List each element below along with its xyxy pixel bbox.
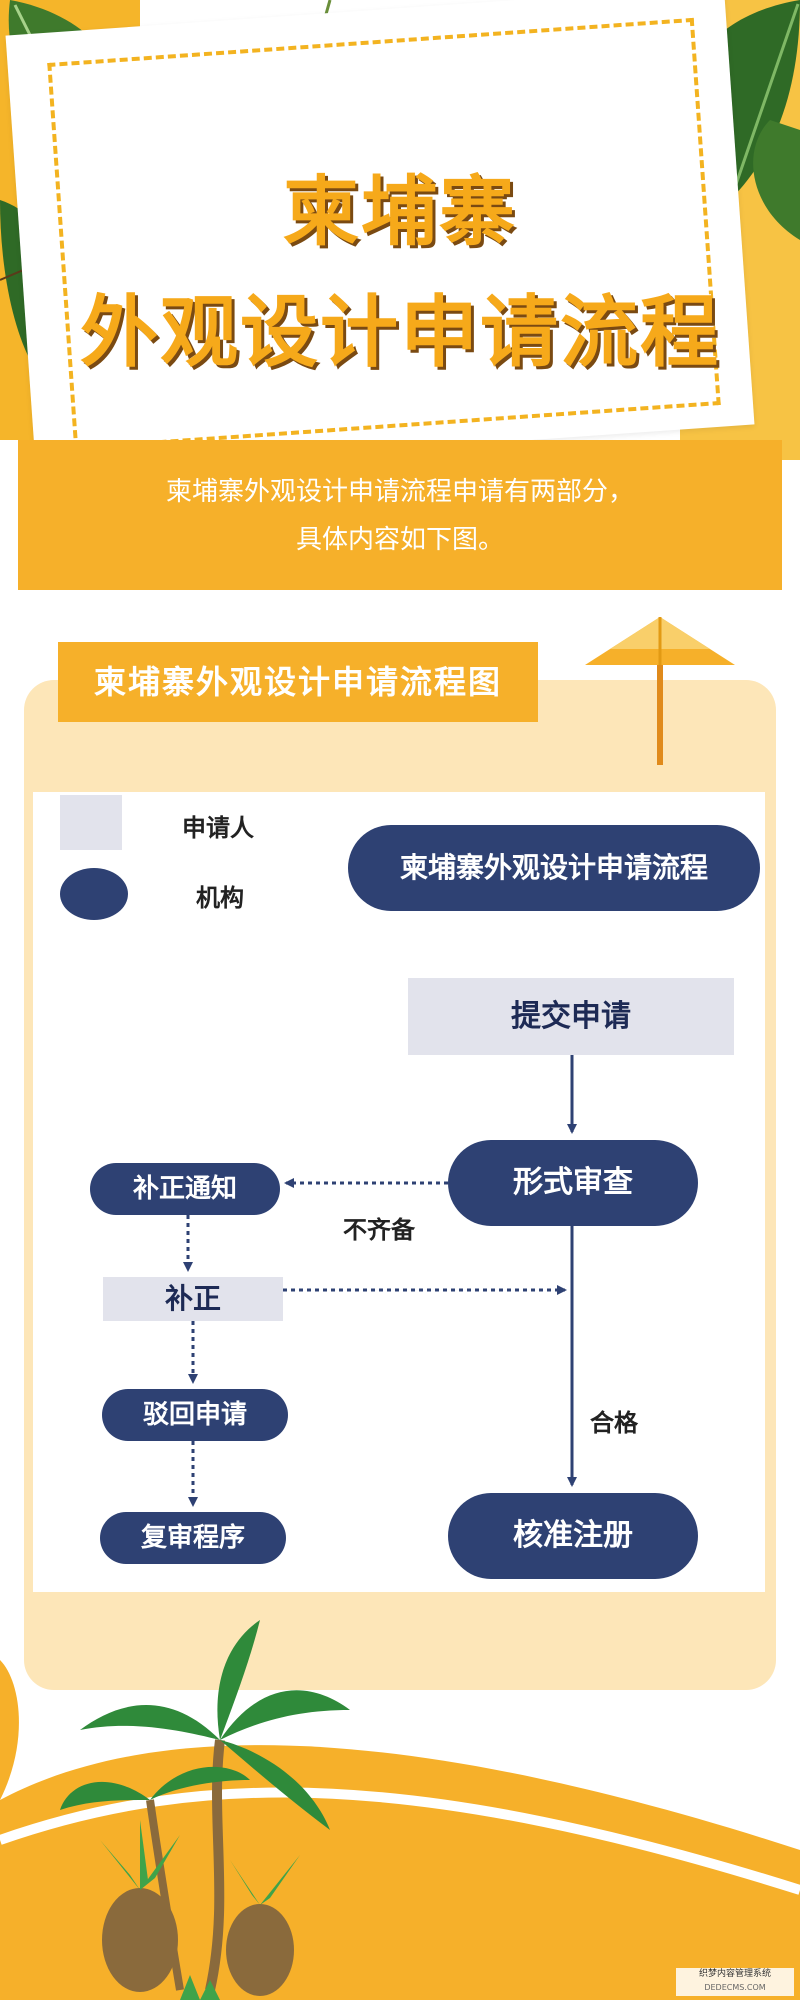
legend-applicant-label: 申请人 — [182, 814, 254, 842]
watermark-line1: 织梦内容管理系统 — [698, 1969, 771, 1979]
legend-agency-swatch — [60, 868, 128, 920]
node-correction-notice: 补正通知 — [90, 1163, 280, 1215]
legend-applicant-swatch — [60, 795, 122, 850]
page-title-line1: 柬埔寨 — [283, 167, 517, 256]
node-reject: 驳回申请 — [102, 1389, 288, 1441]
watermark-line2: DEDECMS.COM — [704, 1983, 766, 1992]
intro-band: 柬埔寨外观设计申请流程申请有两部分， 具体内容如下图。 — [18, 440, 782, 590]
watermark: 织梦内容管理系统 DEDECMS.COM — [676, 1968, 794, 1996]
umbrella-icon — [585, 617, 735, 765]
node-formal-review: 形式审查 — [448, 1140, 698, 1226]
flowchart-card-label: 柬埔寨外观设计申请流程图 — [58, 642, 538, 722]
node-process-title: 柬埔寨外观设计申请流程 — [348, 825, 760, 911]
page-title-line2: 外观设计申请流程 — [79, 288, 720, 378]
edge-label-incomplete: 不齐备 — [343, 1216, 415, 1244]
intro-line2: 具体内容如下图。 — [295, 525, 504, 555]
intro-line1: 柬埔寨外观设计申请流程申请有两部分， — [165, 477, 634, 507]
node-review-procedure: 复审程序 — [100, 1512, 286, 1564]
node-correction: 补正 — [103, 1277, 283, 1321]
legend-agency-label: 机构 — [196, 884, 244, 912]
palm-tree-illustration — [60, 1620, 350, 2000]
edge-label-qualified: 合格 — [590, 1409, 638, 1437]
bottom-wave-decoration — [0, 1660, 800, 2000]
node-submit: 提交申请 — [408, 978, 734, 1055]
node-approve: 核准注册 — [448, 1493, 698, 1579]
